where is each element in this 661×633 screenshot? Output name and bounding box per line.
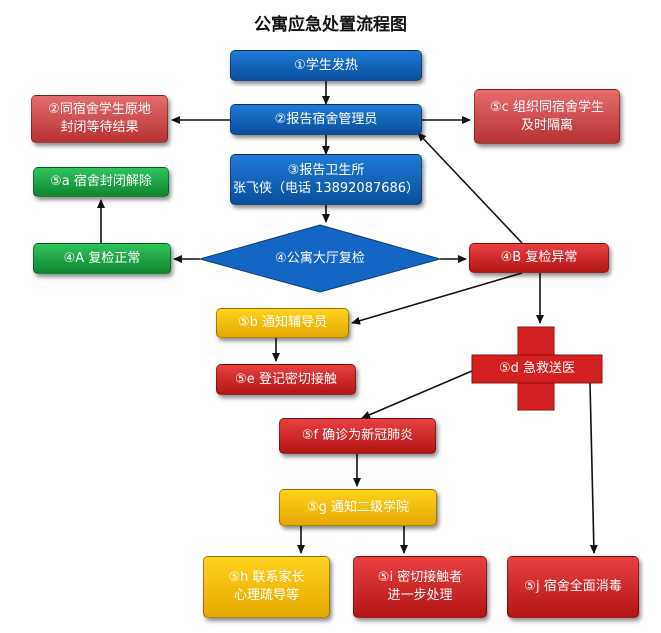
- node-recheck-abnormal: ④B 复检异常: [469, 243, 609, 273]
- node-hall-recheck: ④公寓大厅复检: [240, 247, 400, 271]
- node-student-fever-text: ①学生发热: [294, 57, 358, 75]
- node-label-line: ⑤j 宿舍全面消毒: [524, 579, 622, 594]
- decision-diamond-shape: [198, 224, 442, 293]
- node-recheck-abnormal-text: ④B 复检异常: [501, 249, 578, 267]
- node-notify-counselor-text: ⑤b 通知辅导员: [238, 314, 327, 332]
- node-report-dorm-manager: ②报告宿舍管理员: [230, 104, 422, 135]
- node-confirmed-covid: ⑤f 确诊为新冠肺炎: [279, 418, 436, 454]
- node-label-line: ②报告宿舍管理员: [274, 111, 378, 127]
- node-label-line: ⑤h 联系家长: [228, 570, 305, 585]
- edge-abnormal-to-counselor: [351, 272, 523, 325]
- edge-abnormal-to-manager: [417, 132, 523, 244]
- node-label-line: ⑤a 宿舍封闭解除: [50, 174, 152, 189]
- node-label-line: 及时隔离: [520, 117, 573, 133]
- node-dorm-lockdown-lifted: ⑤a 宿舍封闭解除: [33, 167, 169, 197]
- node-roommates-isolate-wait-text: ②同宿舍学生原地封闭等待结果: [48, 101, 151, 137]
- node-close-contacts-followup-text: ⑤i 密切接触者进一步处理: [378, 569, 462, 605]
- node-recheck-normal: ④A 复检正常: [33, 243, 171, 274]
- node-register-close-contacts: ⑤e 登记密切接触: [216, 364, 356, 395]
- node-label-line: ②同宿舍学生原地: [48, 102, 151, 117]
- node-dorm-lockdown-lifted-text: ⑤a 宿舍封闭解除: [50, 173, 152, 191]
- node-organize-roommate-isolation-text: ⑤c 组织同宿舍学生及时隔离: [490, 99, 604, 135]
- node-contact-parents: ⑤h 联系家长心理疏导等: [203, 556, 330, 618]
- node-report-dorm-manager-text: ②报告宿舍管理员: [275, 111, 378, 129]
- node-label-line: ⑤c 组织同宿舍学生: [490, 99, 604, 115]
- node-contact-parents-text: ⑤h 联系家长心理疏导等: [228, 569, 304, 605]
- node-label-line: ③报告卫生所: [287, 162, 365, 178]
- diagram-title: 公寓应急处置流程图: [254, 15, 407, 35]
- node-notify-college: ⑤g 通知二级学院: [279, 489, 437, 526]
- node-label-line: ⑤f 确诊为新冠肺炎: [301, 428, 414, 443]
- node-label-line: ⑤b 通知辅导员: [237, 315, 328, 330]
- edge-hospital-to-disinfect: [589, 382, 598, 554]
- node-label-line: ④公寓大厅复检: [275, 251, 365, 266]
- node-student-fever: ①学生发热: [230, 50, 422, 81]
- node-recheck-normal-text: ④A 复检正常: [64, 250, 141, 268]
- node-close-contacts-followup: ⑤i 密切接触者进一步处理: [353, 556, 487, 618]
- node-label-line: ⑤i 密切接触者: [377, 570, 463, 585]
- node-label-line: 心理疏导等: [233, 588, 299, 603]
- node-label-line: 张飞侠（电话 13892087686）: [232, 180, 420, 196]
- node-label-line: ④A 复检正常: [63, 250, 141, 266]
- node-report-clinic: ③报告卫生所张飞侠（电话 13892087686）: [230, 154, 422, 205]
- edge-hospital-to-confirmed: [361, 370, 473, 419]
- node-label-line: 进一步处理: [387, 588, 453, 603]
- node-label-line: ④B 复检异常: [500, 250, 578, 265]
- node-label-line: ⑤d 急救送医: [498, 361, 576, 376]
- node-label-line: ⑤g 通知二级学院: [306, 499, 410, 515]
- node-label-line: 封闭等待结果: [60, 120, 139, 135]
- node-notify-college-text: ⑤g 通知二级学院: [307, 499, 409, 517]
- node-dorm-disinfection-text: ⑤j 宿舍全面消毒: [524, 578, 621, 596]
- node-emergency-hospital: ⑤d 急救送医: [478, 356, 596, 382]
- node-dorm-disinfection: ⑤j 宿舍全面消毒: [507, 556, 639, 618]
- node-register-close-contacts-text: ⑤e 登记密切接触: [235, 371, 337, 389]
- red-cross-shape: [471, 326, 603, 411]
- node-report-clinic-text: ③报告卫生所张飞侠（电话 13892087686）: [233, 162, 419, 198]
- node-confirmed-covid-text: ⑤f 确诊为新冠肺炎: [302, 427, 413, 445]
- node-label-line: ⑤e 登记密切接触: [235, 371, 337, 387]
- node-label-line: ①学生发热: [294, 57, 358, 73]
- node-roommates-isolate-wait: ②同宿舍学生原地封闭等待结果: [31, 95, 168, 143]
- node-hall-recheck-text: ④公寓大厅复检: [275, 250, 365, 268]
- node-emergency-hospital-text: ⑤d 急救送医: [499, 360, 575, 378]
- node-notify-counselor: ⑤b 通知辅导员: [216, 308, 349, 338]
- node-organize-roommate-isolation: ⑤c 组织同宿舍学生及时隔离: [474, 89, 620, 144]
